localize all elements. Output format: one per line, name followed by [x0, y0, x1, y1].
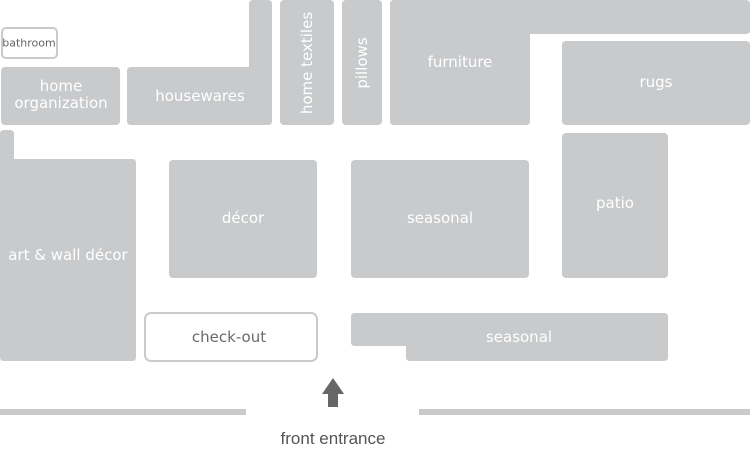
dept-seasonal-center-label: seasonal — [407, 209, 473, 227]
dept-art-wall-decor-label: art & wall décor — [8, 246, 128, 264]
dept-decor-label: décor — [222, 209, 265, 227]
dept-art-wall-decor[interactable]: art & wall décor — [0, 130, 136, 361]
dept-decor[interactable]: décor — [169, 160, 317, 278]
dept-furniture[interactable]: furniture — [390, 0, 750, 125]
dept-rugs[interactable]: rugs — [562, 41, 750, 125]
dept-patio-label: patio — [596, 194, 634, 212]
dept-furniture-label: furniture — [428, 53, 493, 71]
up-arrow-icon — [322, 378, 344, 407]
dept-housewares[interactable]: housewares — [127, 0, 272, 125]
dept-home-organization-label-line2: organization — [14, 94, 107, 112]
front-wall-right — [419, 409, 750, 415]
dept-check-out-label: check-out — [192, 328, 266, 346]
dept-pillows[interactable]: pillows — [342, 0, 382, 125]
dept-seasonal-front-label: seasonal — [486, 328, 552, 346]
dept-check-out[interactable]: check-out — [144, 312, 318, 362]
dept-home-organization-label-line1: home — [40, 77, 83, 95]
dept-home-textiles[interactable]: home textiles — [280, 0, 334, 125]
front-entrance-label: front entrance — [281, 429, 386, 448]
dept-bathroom[interactable]: bathroom — [1, 27, 58, 59]
dept-rugs-label: rugs — [639, 73, 672, 91]
front-wall-left — [0, 409, 246, 415]
dept-bathroom-label: bathroom — [2, 37, 55, 50]
dept-seasonal-front[interactable]: seasonal — [351, 313, 668, 361]
dept-housewares-label: housewares — [155, 87, 245, 105]
dept-patio[interactable]: patio — [562, 133, 668, 278]
dept-seasonal-center[interactable]: seasonal — [351, 160, 529, 278]
dept-home-organization[interactable]: home organization — [1, 67, 120, 125]
dept-home-textiles-label: home textiles — [298, 12, 316, 114]
dept-pillows-label: pillows — [353, 37, 371, 88]
